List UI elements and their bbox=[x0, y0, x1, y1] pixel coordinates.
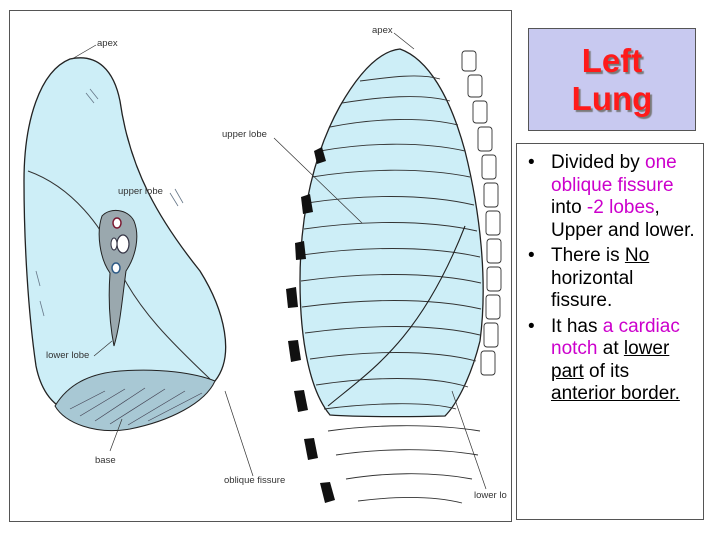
label-lower-lobe-lateral: lower lo bbox=[474, 490, 507, 501]
lateral-rib-lines bbox=[300, 75, 482, 410]
bullet-list-box: • Divided by one oblique fissure into -2… bbox=[516, 143, 704, 520]
pulmonary-vein-icon bbox=[111, 262, 121, 274]
bullet-2-text-b: horizontal fissure. bbox=[551, 267, 634, 312]
lung-illustration: apex apex upper lobe upper lobe lower lo… bbox=[9, 10, 512, 522]
bullet-2-underline-no: No bbox=[624, 245, 650, 266]
title-line-1: Left bbox=[581, 41, 643, 79]
label-oblique-fissure: oblique fissure bbox=[224, 475, 285, 486]
bullet-dot-icon: • bbox=[528, 245, 535, 266]
bullet-3-underline-anterior: anterior border. bbox=[551, 383, 680, 404]
costal-cartilages bbox=[286, 147, 335, 503]
lower-rib-lines bbox=[327, 425, 481, 504]
slide-title: Left Lung bbox=[572, 42, 653, 118]
bullet-1-highlight-lobes: -2 lobes bbox=[586, 197, 655, 218]
bullet-3-highlight-notch: a cardiac notch bbox=[551, 315, 680, 360]
bronchus-icon bbox=[116, 234, 130, 254]
bullet-item-cardiac-notch: • It has a cardiac notch at lower part o… bbox=[523, 316, 697, 406]
label-base: base bbox=[95, 455, 116, 466]
label-lower-lobe-medial: lower lobe bbox=[46, 350, 89, 361]
bronchus-branch-icon bbox=[110, 237, 118, 251]
bullet-3-text-b: at bbox=[597, 338, 624, 359]
vertebral-column bbox=[461, 50, 502, 376]
label-apex-lateral: apex bbox=[372, 25, 393, 36]
medial-base bbox=[54, 369, 216, 432]
title-box: Left Lung bbox=[528, 28, 696, 131]
bullet-list: • Divided by one oblique fissure into -2… bbox=[523, 152, 697, 406]
lateral-oblique-fissure bbox=[327, 225, 466, 407]
bullet-dot-icon: • bbox=[528, 315, 535, 337]
bullet-1-text-b: into bbox=[551, 197, 587, 218]
leader-lines bbox=[71, 32, 487, 490]
bullet-3-text-a: It has bbox=[551, 315, 603, 337]
base-hatching bbox=[69, 387, 203, 426]
bullet-1-text-a: Divided by bbox=[551, 152, 645, 173]
title-line-2: Lung bbox=[571, 79, 653, 117]
pulmonary-artery-icon bbox=[112, 217, 122, 229]
label-upper-lobe-medial: upper lobe bbox=[118, 186, 163, 197]
label-upper-lobe-lateral: upper lobe bbox=[222, 129, 267, 140]
bullet-item-horizontal: • There is No horizontal fissure. bbox=[523, 245, 697, 313]
bullet-3-text-c: of its bbox=[583, 360, 630, 382]
label-apex-medial: apex bbox=[97, 38, 118, 49]
bullet-1-highlight-oblique: one oblique fissure bbox=[551, 152, 677, 196]
lateral-lung-shape bbox=[299, 48, 484, 418]
bullet-2-text-a: There is bbox=[551, 245, 625, 266]
lung-diagram-svg: apex apex upper lobe upper lobe lower lo… bbox=[23, 25, 507, 504]
bullet-1-text-c: , Upper and lower. bbox=[551, 197, 695, 241]
medial-rib-marks bbox=[35, 88, 184, 317]
bullet-3-underline-lower: lower part bbox=[551, 338, 670, 382]
bullet-item-lobes: • Divided by one oblique fissure into -2… bbox=[523, 152, 697, 242]
bullet-dot-icon: • bbox=[528, 152, 535, 173]
